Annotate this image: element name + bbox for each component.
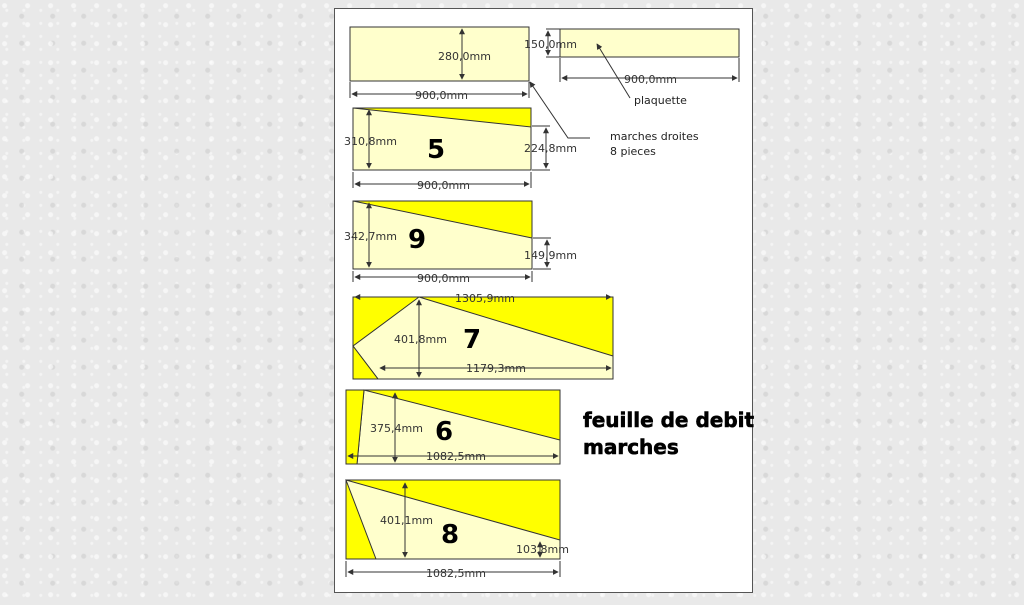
sheet-title: feuille de debit marches — [583, 408, 755, 460]
piece-8-height: 401,1mm — [380, 514, 433, 527]
piece-8-number: 8 — [441, 520, 459, 550]
plank-1-width: 900,0mm — [415, 89, 468, 102]
plaquette-label: plaquette — [634, 94, 687, 107]
marches-note: marches droites 8 pieces — [529, 81, 699, 158]
plank-1: 280,0mm 900,0mm — [349, 26, 530, 102]
marches-note-line1: marches droites — [610, 130, 699, 143]
marches-note-line2: 8 pieces — [610, 145, 656, 158]
piece-9: 342,7mm 149,9mm 9 900,0mm — [344, 200, 577, 285]
plank-2-width: 900,0mm — [624, 73, 677, 86]
piece-8-right-height: 103,8mm — [516, 543, 569, 556]
piece-7: 1305,9mm 401,8mm 7 1179,3mm — [352, 292, 614, 380]
piece-9-left-height: 342,7mm — [344, 230, 397, 243]
piece-9-right-height: 149,9mm — [524, 249, 577, 262]
piece-5: 310,8mm 224,8mm 5 900,0mm — [344, 107, 577, 192]
sheet-title-line1: feuille de debit — [583, 408, 754, 432]
plank-2-height: 150,0mm — [524, 38, 577, 51]
piece-8-width: 1082,5mm — [426, 567, 486, 580]
piece-9-width: 900,0mm — [417, 272, 470, 285]
sheet-title-line2: marches — [583, 435, 679, 459]
plank-1-height: 280,0mm — [438, 50, 491, 63]
piece-6: 375,4mm 6 1082,5mm — [345, 389, 561, 465]
piece-5-width: 900,0mm — [417, 179, 470, 192]
piece-7-top-length: 1305,9mm — [455, 292, 515, 305]
piece-5-left-height: 310,8mm — [344, 135, 397, 148]
piece-6-number: 6 — [435, 417, 453, 447]
piece-7-height: 401,8mm — [394, 333, 447, 346]
piece-7-number: 7 — [463, 325, 481, 355]
piece-5-number: 5 — [427, 135, 445, 165]
piece-5-right-height: 224,8mm — [524, 142, 577, 155]
piece-9-number: 9 — [408, 225, 426, 255]
piece-6-height: 375,4mm — [370, 422, 423, 435]
piece-7-width: 1179,3mm — [466, 362, 526, 375]
plank-2: 150,0mm 900,0mm plaquette — [524, 28, 740, 107]
piece-6-width: 1082,5mm — [426, 450, 486, 463]
piece-8: 401,1mm 8 103,8mm 1082,5mm — [345, 479, 569, 580]
